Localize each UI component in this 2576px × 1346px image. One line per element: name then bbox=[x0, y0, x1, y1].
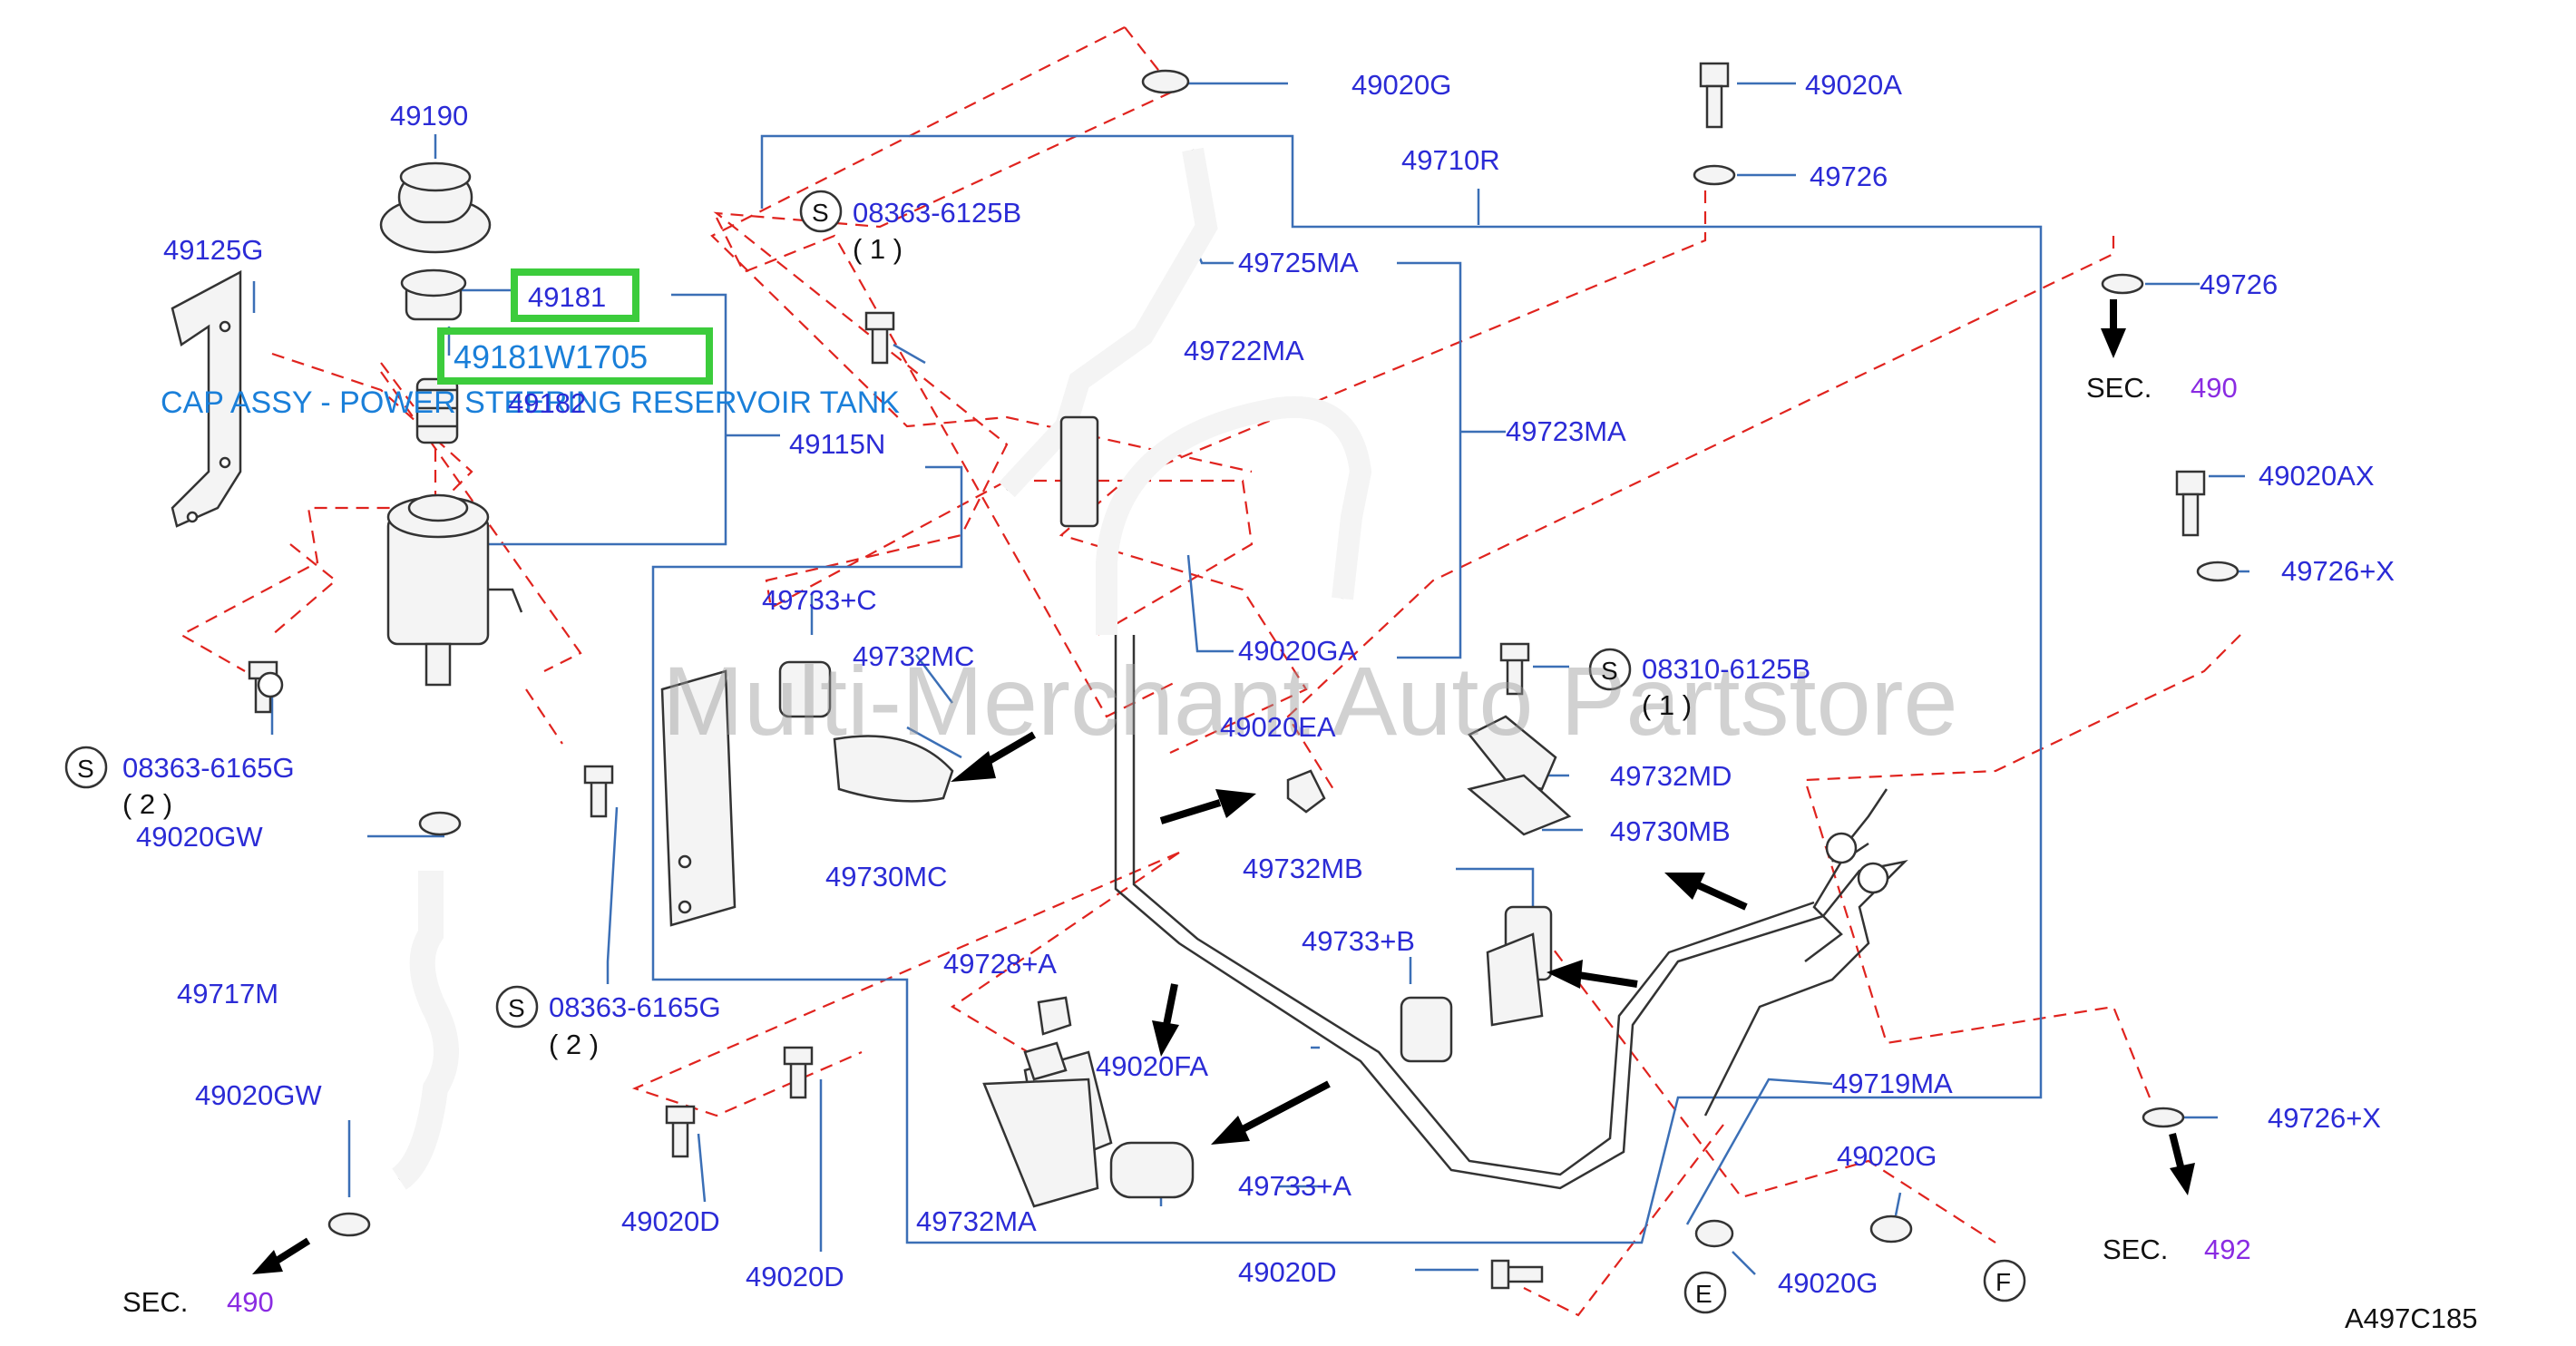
label-49726-right[interactable]: 49726 bbox=[2200, 268, 2278, 300]
reservoir-group bbox=[171, 161, 523, 687]
symbol-circles bbox=[64, 190, 2026, 1314]
s-mark-2: S bbox=[1601, 657, 1618, 685]
label-49181[interactable]: 49181 bbox=[528, 281, 606, 313]
label-49732ma[interactable]: 49732MA bbox=[916, 1205, 1037, 1237]
left-hose bbox=[327, 811, 462, 1237]
label-49020d-a[interactable]: 49020D bbox=[621, 1205, 720, 1237]
sec-492-label: SEC. bbox=[2103, 1234, 2168, 1265]
qty-2a: ( 2 ) bbox=[122, 788, 172, 820]
label-49730mb[interactable]: 49730MB bbox=[1610, 815, 1731, 847]
label-49733a[interactable]: 49733+A bbox=[1238, 1170, 1351, 1202]
label-08363-6165g-mid[interactable]: 08363-6165G bbox=[549, 991, 721, 1023]
label-49722ma[interactable]: 49722MA bbox=[1184, 335, 1304, 366]
pipes bbox=[999, 147, 1908, 1190]
label-49182[interactable]: 49182 bbox=[508, 387, 586, 419]
label-49020gw-a[interactable]: 49020GW bbox=[136, 821, 263, 853]
s-mark-1: S bbox=[812, 199, 829, 227]
label-49728a[interactable]: 49728+A bbox=[943, 948, 1057, 980]
clips-and-insulators bbox=[660, 415, 1572, 1208]
label-49726-top[interactable]: 49726 bbox=[1810, 161, 1888, 192]
label-49725ma[interactable]: 49725MA bbox=[1238, 247, 1359, 278]
label-49733c[interactable]: 49733+C bbox=[762, 584, 877, 616]
label-49726x-bottom[interactable]: 49726+X bbox=[2268, 1102, 2381, 1134]
qty-1a: ( 1 ) bbox=[853, 233, 903, 265]
s-mark-3: S bbox=[77, 755, 94, 783]
label-08310-6125b[interactable]: 08310-6125B bbox=[1642, 653, 1810, 685]
label-49020ea[interactable]: 49020EA bbox=[1220, 711, 1336, 743]
label-49732mb[interactable]: 49732MB bbox=[1243, 853, 1363, 884]
sec-490-left-label: SEC. bbox=[122, 1286, 188, 1318]
label-08363-6165g-left[interactable]: 08363-6165G bbox=[122, 752, 295, 784]
label-49190[interactable]: 49190 bbox=[390, 100, 468, 132]
sec-490-right-label: SEC. bbox=[2086, 372, 2152, 404]
label-08363-6125b[interactable]: 08363-6125B bbox=[853, 197, 1021, 229]
e-mark: E bbox=[1695, 1280, 1712, 1308]
label-49730mc[interactable]: 49730MC bbox=[825, 861, 947, 892]
sec-492-num[interactable]: 492 bbox=[2204, 1234, 2251, 1265]
hose-clamp-lower bbox=[327, 1212, 371, 1237]
label-49020d-c[interactable]: 49020D bbox=[1238, 1256, 1337, 1288]
f-mark: F bbox=[1995, 1268, 2011, 1296]
hose-clamp-upper bbox=[418, 811, 462, 836]
label-49719ma[interactable]: 49719MA bbox=[1832, 1068, 1953, 1099]
label-49181w1705[interactable]: 49181W1705 bbox=[454, 338, 648, 376]
label-49020g-bottom[interactable]: 49020G bbox=[1778, 1267, 1878, 1299]
label-49020g-top[interactable]: 49020G bbox=[1351, 69, 1451, 101]
label-49020fa[interactable]: 49020FA bbox=[1096, 1050, 1208, 1082]
label-49733b[interactable]: 49733+B bbox=[1302, 925, 1415, 957]
watermark: Multi-Merchant Auto Partstore bbox=[662, 646, 1958, 756]
diagram-code: A497C185 bbox=[2345, 1302, 2478, 1334]
highlight-49181 bbox=[511, 268, 639, 322]
label-49723ma[interactable]: 49723MA bbox=[1506, 415, 1626, 447]
label-49717m[interactable]: 49717M bbox=[177, 978, 278, 1010]
label-49020gw-b[interactable]: 49020GW bbox=[195, 1079, 322, 1111]
highlight-49181w1705 bbox=[437, 327, 713, 385]
qty-1b: ( 1 ) bbox=[1642, 689, 1692, 721]
direction-arrows bbox=[252, 299, 2195, 1274]
label-49115n[interactable]: 49115N bbox=[789, 428, 885, 460]
sec-490-left-num[interactable]: 490 bbox=[227, 1286, 274, 1318]
caption-cap-assy: CAP ASSY - POWER STEERING RESERVOIR TANK bbox=[161, 385, 900, 420]
s-mark-4: S bbox=[508, 994, 525, 1022]
label-49125g[interactable]: 49125G bbox=[163, 234, 263, 266]
label-49732md[interactable]: 49732MD bbox=[1610, 760, 1732, 792]
label-49732mc[interactable]: 49732MC bbox=[853, 640, 974, 672]
label-49726x-right[interactable]: 49726+X bbox=[2281, 555, 2395, 587]
part-labels: 49190 49181 49181W1705 CAP ASSY - POWER … bbox=[77, 69, 2478, 1334]
label-49020g-mid[interactable]: 49020G bbox=[1837, 1140, 1937, 1172]
label-49710r[interactable]: 49710R bbox=[1401, 144, 1500, 176]
label-49020ax[interactable]: 49020AX bbox=[2259, 460, 2375, 492]
label-49020a[interactable]: 49020A bbox=[1805, 69, 1902, 101]
leader-lines bbox=[252, 82, 2249, 1275]
label-49020ga[interactable]: 49020GA bbox=[1238, 635, 1357, 667]
qty-2b: ( 2 ) bbox=[549, 1029, 599, 1060]
label-49020d-b[interactable]: 49020D bbox=[746, 1261, 844, 1292]
sec-490-right-num[interactable]: 490 bbox=[2191, 372, 2238, 404]
bolts bbox=[248, 62, 2239, 1290]
